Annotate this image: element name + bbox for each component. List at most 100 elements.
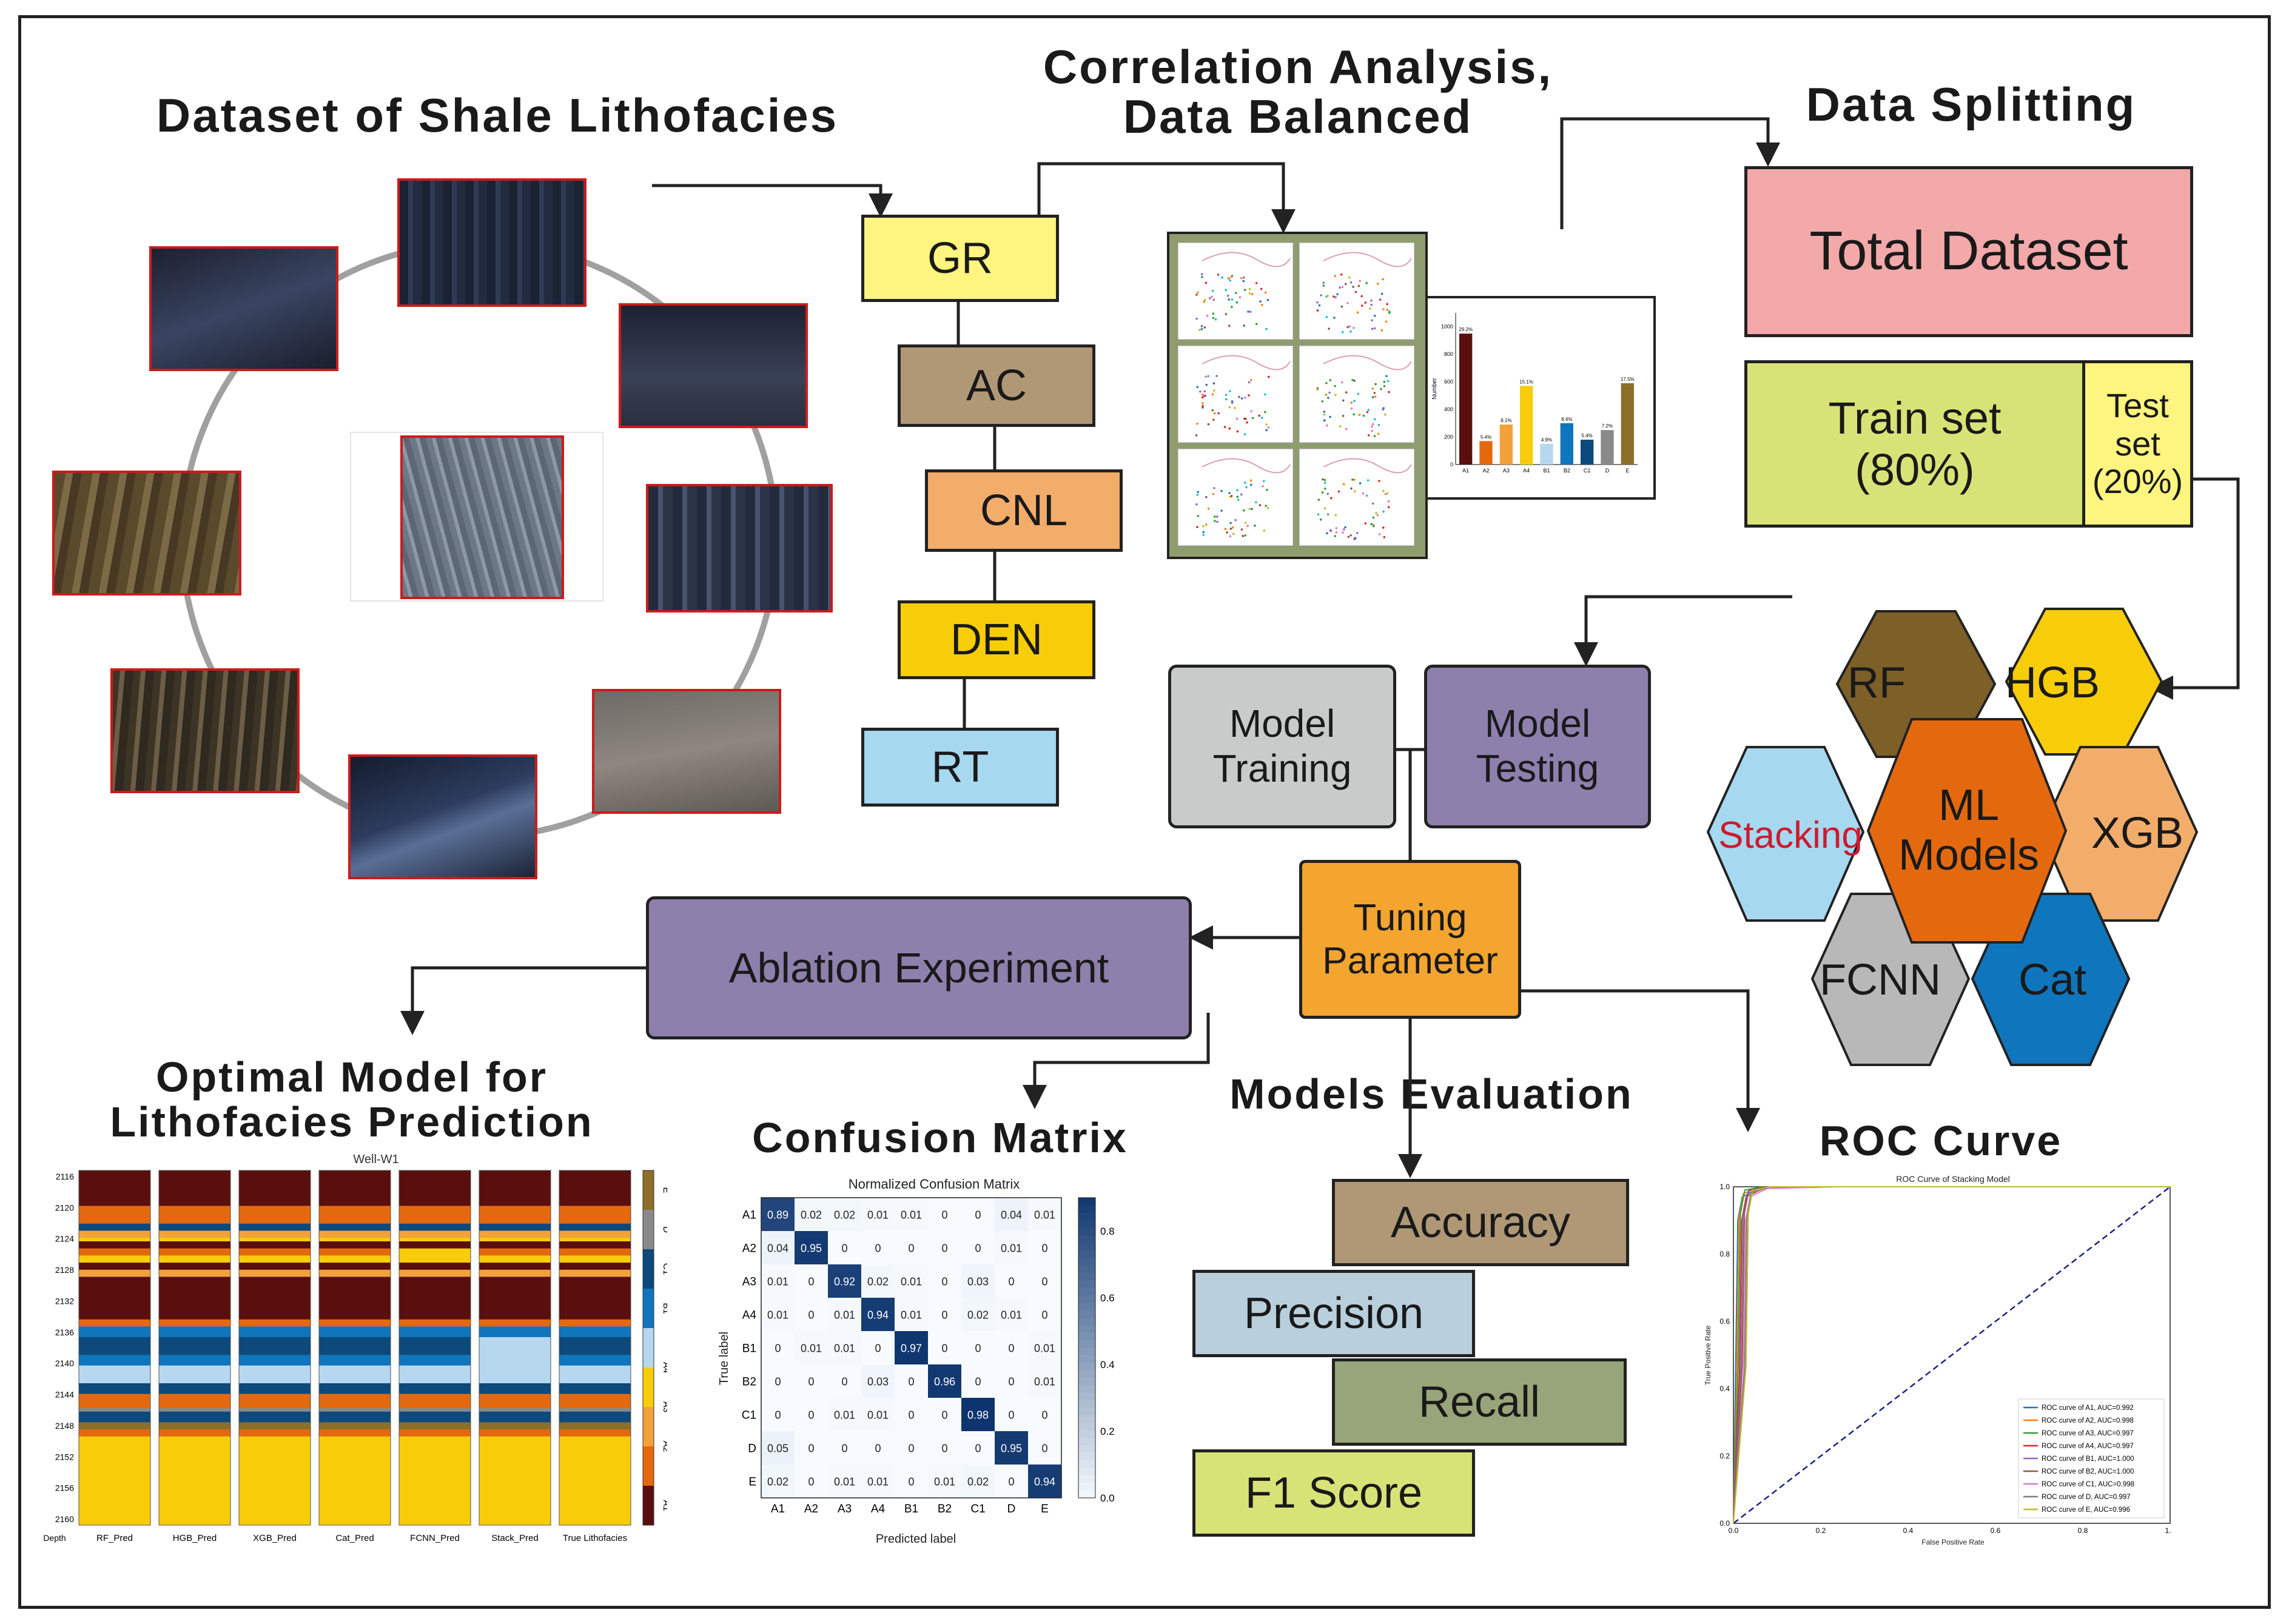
correlation-point: [1228, 406, 1231, 409]
confusion-cell: [861, 1198, 895, 1231]
correlation-point: [1382, 308, 1385, 310]
balance-bar: [1560, 423, 1573, 465]
correlation-point: [1341, 286, 1344, 288]
prediction-segment: [319, 1394, 391, 1409]
correlation-point: [1251, 417, 1254, 420]
confusion-cell: [961, 1264, 995, 1298]
prediction-segment: [159, 1436, 230, 1455]
correlation-point: [1386, 492, 1389, 495]
confusion-row-label: E: [748, 1476, 756, 1489]
colorbar-segment: [1078, 1430, 1095, 1438]
correlation-point: [1334, 535, 1337, 537]
ablation-experiment-box: Ablation Experiment: [646, 896, 1192, 1039]
balance-bar: [1499, 424, 1513, 465]
prediction-depth-tick: 2128: [55, 1265, 74, 1275]
correlation-point: [1329, 415, 1331, 418]
correlation-point: [1373, 392, 1376, 394]
confusion-cell-value: 0.01: [1001, 1309, 1022, 1321]
confusion-cell-value: 0.95: [801, 1243, 822, 1255]
correlation-point: [1316, 309, 1319, 312]
hex-rf-label: RF: [1847, 659, 1906, 707]
test-set-label2: set: [2115, 424, 2160, 463]
prediction-segment: [79, 1230, 150, 1238]
prediction-segment: [319, 1365, 391, 1384]
roc-xtick-label: 1.0: [2165, 1526, 2171, 1535]
confusion-cell-value: 0: [841, 1443, 847, 1455]
prediction-segment: [399, 1411, 471, 1423]
colorbar-segment: [1078, 1347, 1095, 1356]
prediction-segment: [559, 1365, 631, 1384]
confusion-cell: [995, 1298, 1028, 1331]
prediction-segment: [79, 1248, 150, 1256]
correlation-point: [1243, 276, 1245, 279]
prediction-segment: [159, 1422, 230, 1430]
prediction-segment: [239, 1230, 311, 1238]
correlation-point: [1334, 296, 1337, 299]
colorbar-tick-label: 0.2: [1100, 1426, 1115, 1437]
correlation-point: [1244, 481, 1246, 484]
correlation-point: [1212, 389, 1215, 392]
prediction-segment: [319, 1206, 391, 1224]
correlation-point: [1215, 375, 1218, 377]
correlation-point: [1383, 380, 1386, 383]
correlation-point: [1329, 529, 1333, 532]
confusion-cell: [895, 1431, 928, 1465]
prediction-segment: [319, 1238, 391, 1242]
model-testing-label1: Model: [1484, 702, 1591, 746]
prediction-segment: [79, 1355, 150, 1366]
correlation-cell: [1177, 448, 1294, 546]
correlation-point: [1371, 388, 1374, 390]
optimal-model-title-line2: Lithofacies Prediction: [110, 1098, 594, 1146]
correlation-point: [1350, 407, 1353, 410]
correlation-point: [1387, 380, 1390, 383]
prediction-segment: [79, 1238, 150, 1242]
prediction-segment: [239, 1355, 311, 1366]
colorbar-segment: [1078, 1438, 1095, 1446]
correlation-point: [1236, 489, 1239, 492]
confusion-row-label: B1: [742, 1343, 756, 1355]
correlation-point: [1244, 534, 1247, 537]
correlation-density-curve: [1323, 458, 1412, 474]
roc-legend-entry: ROC curve of A3, AUC=0.997: [2042, 1430, 2134, 1437]
prediction-segment: [479, 1223, 551, 1231]
prediction-segment: [239, 1170, 311, 1206]
correlation-point: [1385, 320, 1388, 323]
correlation-point: [1383, 413, 1387, 416]
confusion-cell: [1028, 1331, 1061, 1364]
balance-bar-label: 7.2%: [1602, 423, 1613, 429]
colorbar-segment: [1078, 1483, 1095, 1491]
confusion-border: [761, 1197, 1062, 1498]
confusion-cell-value: 0.01: [901, 1276, 922, 1288]
balance-xtick-label: B1: [1543, 468, 1550, 474]
prediction-segment: [159, 1408, 230, 1412]
correlation-point: [1246, 421, 1248, 424]
prediction-segment: [159, 1255, 230, 1263]
correlation-point: [1200, 327, 1203, 331]
prediction-legend-label: C1: [661, 1263, 667, 1275]
prediction-segment: [319, 1269, 391, 1277]
correlation-point: [1203, 390, 1206, 393]
prediction-segment: [559, 1277, 631, 1320]
confusion-cell: [795, 1465, 828, 1498]
correlation-point: [1377, 432, 1380, 435]
correlation-point: [1251, 508, 1253, 511]
colorbar-segment: [1078, 1392, 1095, 1401]
prediction-segment: [479, 1429, 551, 1437]
hex-hgb-label: HGB: [2005, 659, 2100, 707]
core-photo-7: [592, 689, 781, 814]
confusion-cell-value: 0: [941, 1409, 947, 1421]
optimal-model-title-line1: Optimal Model for: [156, 1053, 548, 1101]
confusion-cell: [1028, 1465, 1061, 1498]
tuning-parameter-label2: Parameter: [1322, 940, 1498, 982]
balance-bar-label: 29.2%: [1459, 327, 1473, 332]
correlation-point: [1196, 526, 1198, 528]
prediction-segment: [239, 1255, 311, 1263]
confusion-cell: [795, 1331, 828, 1364]
confusion-cell: [861, 1398, 895, 1431]
prediction-segment: [399, 1436, 471, 1455]
correlation-point: [1354, 290, 1357, 294]
confusion-cell-value: 0: [875, 1343, 881, 1355]
confusion-cell: [961, 1465, 995, 1498]
prediction-segment: [399, 1422, 471, 1430]
prediction-segment: [479, 1248, 551, 1256]
